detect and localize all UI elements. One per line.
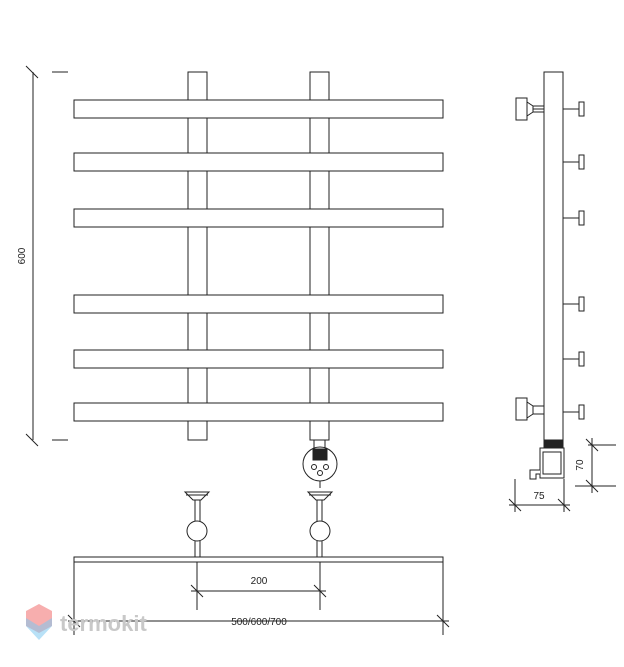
side-depth-dimension (508, 479, 571, 512)
side-height-dimension (575, 438, 616, 493)
axis-spacing-label: 200 (251, 576, 268, 587)
front-view (73, 71, 444, 488)
upper-wall-bracket (515, 97, 544, 121)
side-heating-element (529, 439, 565, 480)
side-height-label: 70 (575, 459, 586, 471)
horizontal-bar-2 (73, 152, 444, 172)
hexagon-logo-icon (26, 604, 52, 640)
side-vertical-post (543, 71, 564, 441)
brand-name: termokit (60, 611, 147, 636)
lower-wall-bracket (515, 397, 544, 421)
horizontal-bar-5 (73, 349, 444, 369)
right-vertical-post (309, 71, 330, 441)
horizontal-bar-6 (73, 402, 444, 422)
horizontal-bar-3 (73, 208, 444, 228)
width-dimension (67, 562, 450, 635)
heating-element-connector (302, 440, 338, 488)
height-dimension-label: 600 (17, 247, 28, 264)
left-top-bracket (183, 491, 211, 557)
termokit-logo: termokit (26, 604, 147, 640)
right-top-bracket (306, 491, 334, 557)
horizontal-bar-4 (73, 294, 444, 314)
side-bar-ends (563, 101, 585, 420)
width-dimension-label: 500/600/700 (231, 617, 287, 628)
top-view-bar (73, 556, 444, 563)
side-view (515, 71, 585, 480)
side-depth-label: 75 (533, 491, 545, 502)
top-view (73, 491, 444, 563)
height-dimension (25, 65, 68, 447)
horizontal-bar-1 (73, 99, 444, 119)
axis-spacing-dimension (190, 562, 327, 610)
left-vertical-post (187, 71, 208, 441)
